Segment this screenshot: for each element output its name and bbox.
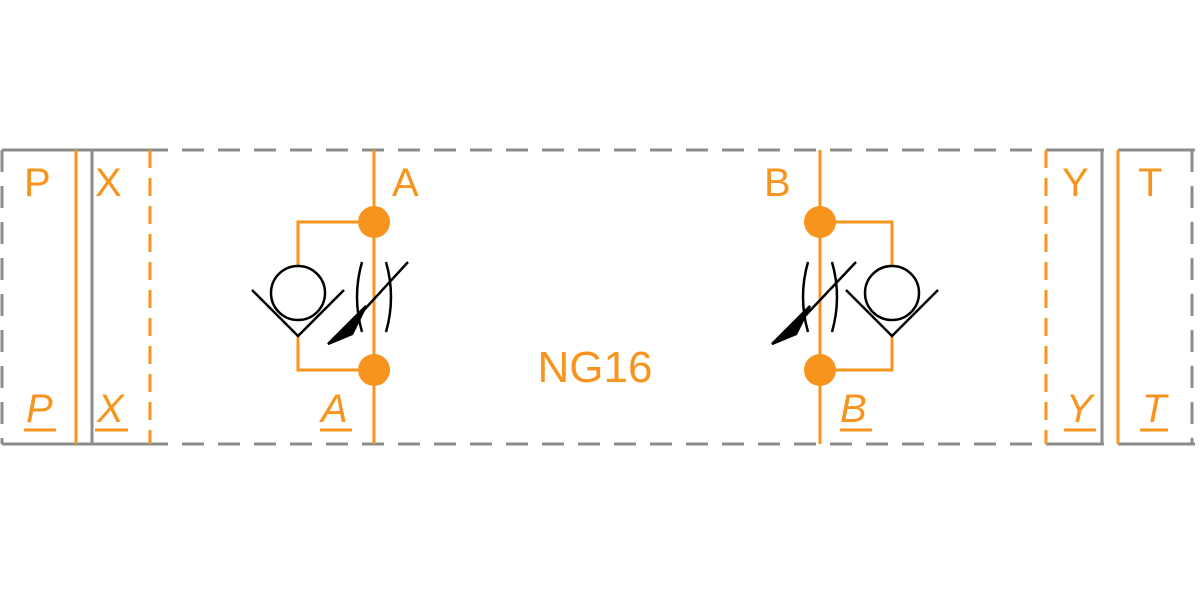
- a-junction-bottom: [358, 354, 390, 386]
- a-junction-top: [358, 206, 390, 238]
- check-valve-icon: [845, 264, 939, 338]
- port-label-t-top: T: [1138, 161, 1162, 205]
- port-label-b-top: B: [764, 161, 791, 205]
- check-valve-icon: [251, 264, 345, 338]
- b-junction-bottom: [804, 354, 836, 386]
- port-label-b-bottom: B: [840, 387, 867, 431]
- port-label-y-bottom: Y: [1066, 387, 1096, 431]
- top-port-labels: P X A B Y T: [24, 161, 1162, 205]
- nominal-size-label: NG16: [538, 343, 653, 392]
- port-label-y-top: Y: [1062, 161, 1089, 205]
- port-label-x-top: X: [95, 161, 122, 205]
- adjustable-throttle-icon: [771, 261, 857, 346]
- port-label-x-bottom: X: [96, 387, 125, 431]
- b-bypass-top: [820, 220, 894, 265]
- pilot-lines: [74, 150, 1120, 444]
- port-label-a-bottom: A: [319, 387, 348, 431]
- outer-dashed-frame: [0, 148, 1195, 446]
- port-label-p-top: P: [24, 161, 51, 205]
- a-channel: [296, 150, 376, 444]
- b-bypass-bottom: [820, 336, 894, 372]
- a-bypass-top: [296, 220, 374, 265]
- port-boxes: [2, 148, 1192, 446]
- port-label-t-bottom: T: [1142, 387, 1169, 431]
- port-label-a-top: A: [392, 161, 419, 205]
- a-bypass-bottom: [296, 336, 374, 372]
- b-junction-top: [804, 206, 836, 238]
- port-label-p-bottom: P: [26, 387, 53, 431]
- bottom-port-labels: P X A B Y T: [26, 387, 1169, 431]
- adjustable-throttle-icon: [327, 261, 409, 346]
- b-channel: [818, 150, 894, 444]
